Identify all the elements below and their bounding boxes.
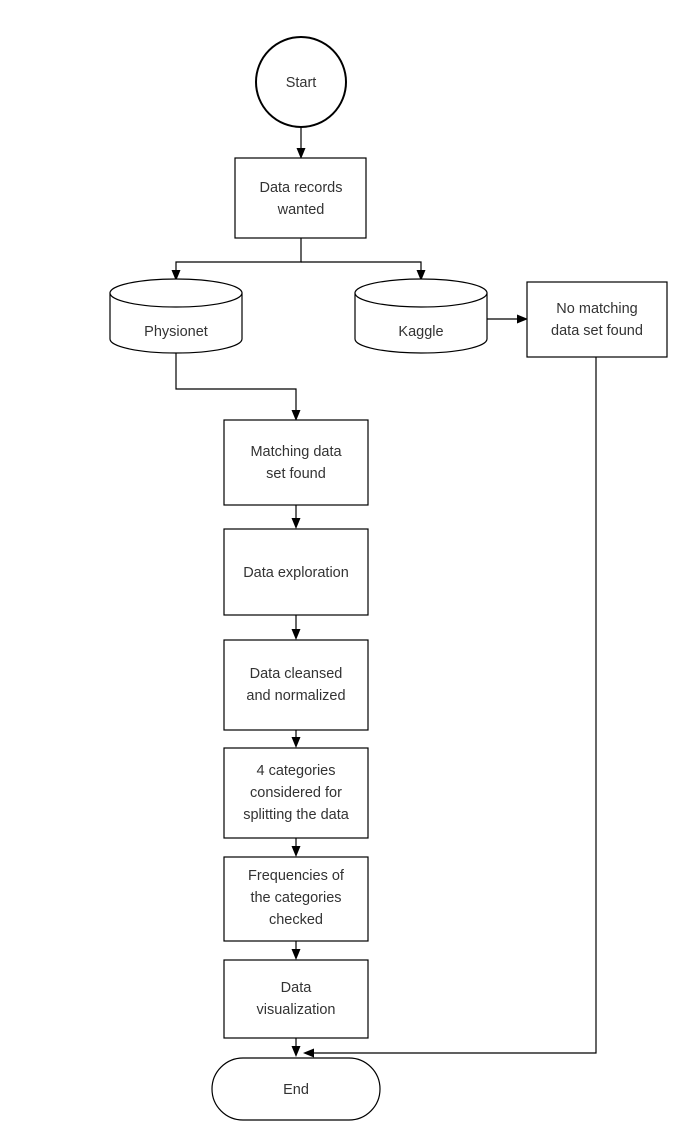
edge-exploration-to-cleansed (291, 615, 301, 640)
node-data-cleansed-label-line2: and normalized (246, 688, 345, 704)
node-data-visualization-label-line1: Data (281, 980, 313, 996)
edge-categories-to-frequencies (291, 838, 301, 857)
edge-nomatch-to-end (303, 357, 597, 1058)
edge-kaggle-to-nomatch (487, 314, 528, 324)
edge-visualization-to-end (291, 1038, 301, 1057)
node-matching-label-line2: set found (266, 466, 326, 482)
node-start[interactable]: Start (255, 36, 347, 128)
edge-frequencies-to-visualization (291, 941, 301, 960)
node-categories-label-line2: considered for (250, 785, 342, 801)
node-kaggle[interactable]: Kaggle (354, 278, 488, 354)
node-data-visualization-label-line2: visualization (257, 1002, 336, 1018)
node-no-matching-label-line1: No matching (556, 301, 637, 317)
node-physionet-label: Physionet (144, 324, 208, 340)
node-frequencies-checked[interactable]: Frequencies of the categories checked (223, 856, 369, 942)
node-categories-considered[interactable]: 4 categories considered for splitting th… (223, 747, 369, 839)
node-data-exploration[interactable]: Data exploration (223, 528, 369, 616)
node-no-matching-data-set-found[interactable]: No matching data set found (526, 281, 668, 358)
node-no-matching-label-line2: data set found (551, 323, 643, 339)
edge-physionet-to-matching (175, 352, 301, 421)
node-end-label: End (283, 1082, 309, 1098)
edge-cleansed-to-categories (291, 730, 301, 748)
node-data-records-wanted[interactable]: Data records wanted (234, 157, 367, 239)
node-data-visualization[interactable]: Data visualization (223, 959, 369, 1039)
edge-start-to-wanted (296, 127, 306, 159)
node-data-records-wanted-label-line1: Data records (259, 180, 342, 196)
node-data-cleansed-label-line1: Data cleansed (250, 666, 343, 682)
node-matching-label-line1: Matching data (250, 444, 342, 460)
edge-wanted-to-sources (171, 238, 426, 281)
node-data-records-wanted-label-line2: wanted (277, 202, 325, 218)
node-categories-label-line1: 4 categories (257, 763, 336, 779)
node-start-label: Start (286, 75, 317, 91)
node-frequencies-label-line2: the categories (250, 890, 341, 906)
node-kaggle-label: Kaggle (398, 324, 443, 340)
edge-matching-to-exploration (291, 505, 301, 529)
node-frequencies-label-line1: Frequencies of (248, 868, 345, 884)
node-physionet[interactable]: Physionet (109, 278, 243, 354)
node-frequencies-label-line3: checked (269, 912, 323, 928)
node-categories-label-line3: splitting the data (243, 807, 350, 823)
node-data-cleansed[interactable]: Data cleansed and normalized (223, 639, 369, 731)
node-data-exploration-label: Data exploration (243, 565, 349, 581)
node-end[interactable]: End (211, 1057, 381, 1121)
node-matching-data-set-found[interactable]: Matching data set found (223, 419, 369, 506)
